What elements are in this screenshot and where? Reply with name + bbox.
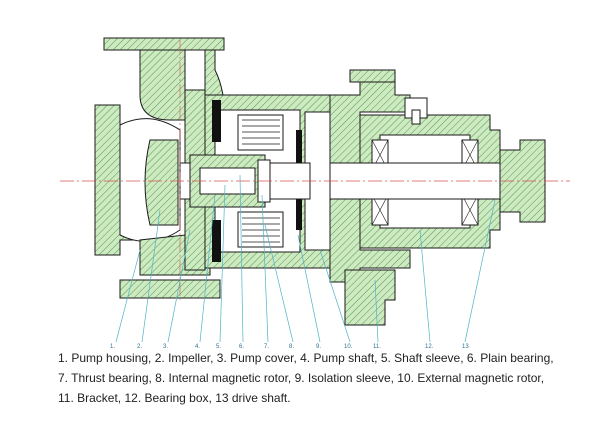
callout-5: 5. — [216, 344, 221, 350]
callout-9: 9. — [316, 344, 321, 350]
bracket — [329, 69, 411, 326]
magnet-plate-upper — [212, 100, 221, 142]
rotor-coil-marks-lower — [242, 217, 280, 243]
callout-7: 7. — [264, 344, 269, 350]
callout-10: 10. — [344, 344, 353, 350]
callout-12: 12. — [425, 344, 434, 350]
callout-8: 8. — [289, 344, 294, 350]
pump-housing — [94, 37, 226, 299]
caption-line-3: 11. Bracket, 12. Bearing box, 13 drive s… — [58, 391, 291, 405]
parts-legend-caption: 1. Pump housing, 2. Impeller, 3. Pump co… — [58, 348, 578, 408]
callout-4: 4. — [195, 344, 200, 350]
magnet-plate-lower — [212, 220, 221, 262]
callout-labels: 1. 2. 3. 4. 5. 6. 7. 8. 9. 10. 11. 12. 1… — [110, 344, 469, 350]
callout-6: 6. — [239, 344, 244, 350]
callout-1: 1. — [110, 344, 115, 350]
callout-11: 11. — [373, 344, 381, 350]
leader-lines — [115, 174, 496, 343]
callout-2: 2. — [137, 344, 142, 350]
impeller — [144, 139, 179, 226]
callout-13: 13 — [462, 344, 469, 350]
callout-3: 3. — [163, 344, 168, 350]
pump-cross-section-drawing: 1. 2. 3. 4. 5. 6. 7. 8. 9. 10. 11. 12. 1… — [60, 37, 570, 350]
caption-line-2: 7. Thrust bearing, 8. Internal magnetic … — [58, 371, 545, 385]
internal-magnetic-rotor — [237, 114, 284, 248]
caption-line-1: 1. Pump housing, 2. Impeller, 3. Pump co… — [58, 351, 554, 365]
rotor-coil-marks-upper — [242, 119, 280, 145]
